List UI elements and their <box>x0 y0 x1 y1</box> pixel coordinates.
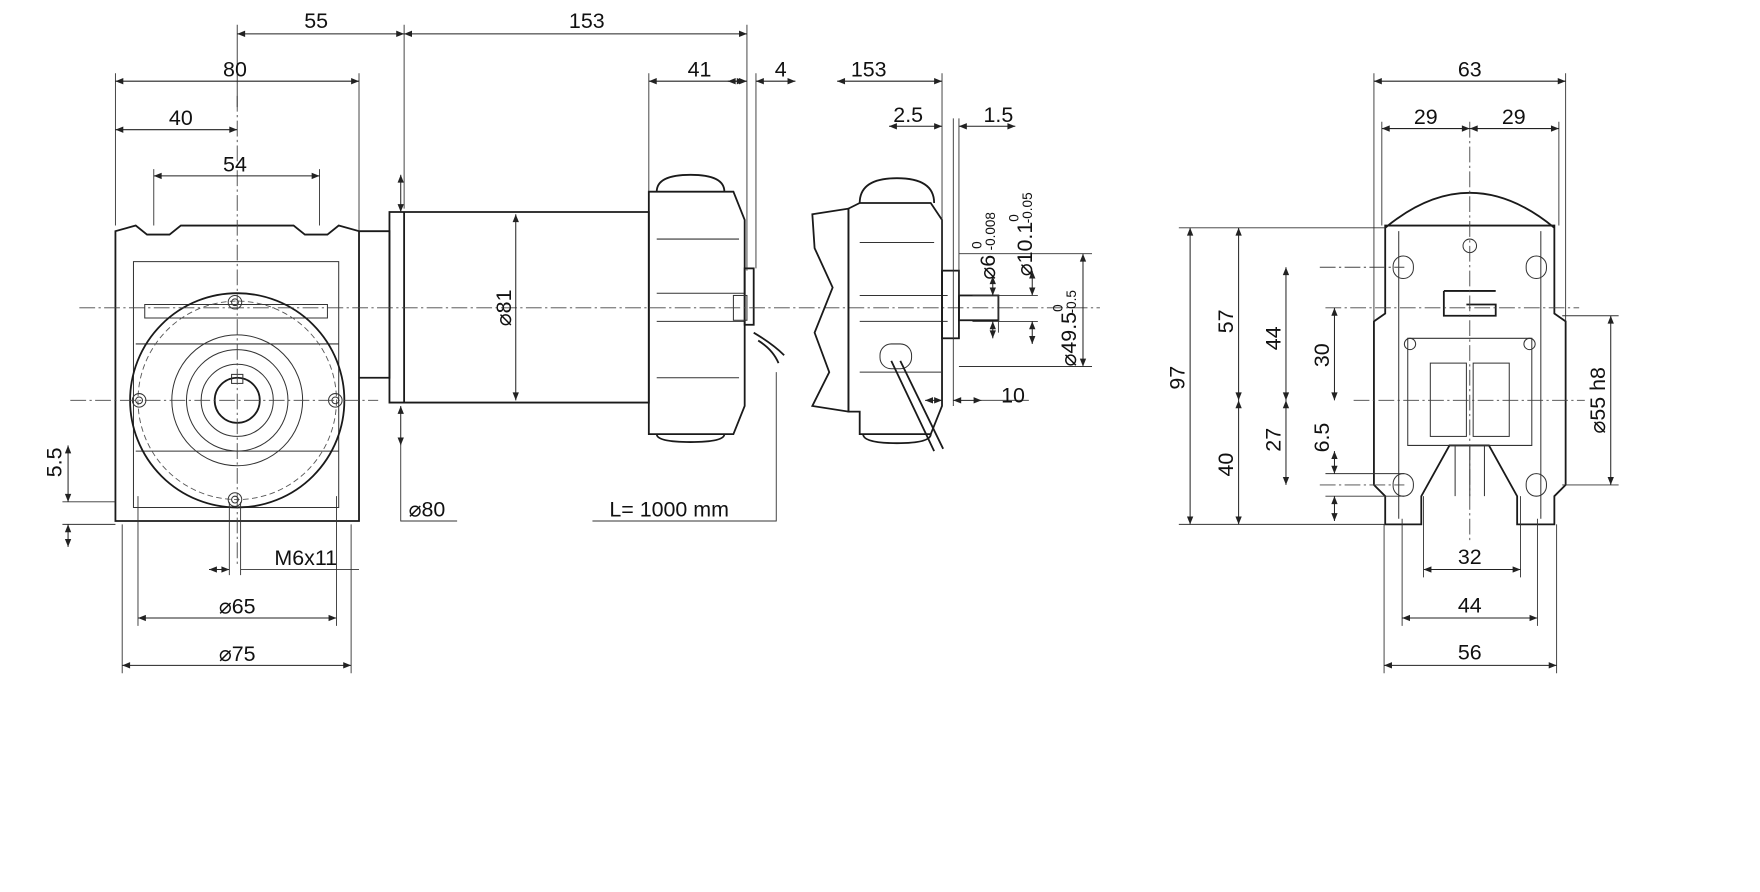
thread-spec: M6x11 <box>274 546 337 570</box>
dim-44-vertical: 44 <box>1261 326 1285 350</box>
dia-80: ⌀80 <box>409 497 446 521</box>
side-view: 153 2.5 1.5 ⌀6 0-0.008 ⌀10.10-0.05 ⌀49.5… <box>810 58 1093 452</box>
dim-6-5: 6.5 <box>1310 423 1334 453</box>
dim-40: 40 <box>169 106 193 130</box>
dim-56: 56 <box>1458 641 1482 665</box>
end-view: 63 29 29 97 57 44 30 40 27 6.5 ⌀55 h8 32… <box>1165 58 1619 674</box>
dia-75: ⌀75 <box>219 642 256 666</box>
shaft-tol-upper: 0 <box>969 241 984 249</box>
shaft-diameter: ⌀6 0-0.008 <box>969 212 1000 280</box>
pilot-tol-upper: 0 <box>1051 304 1066 312</box>
dim-10: 10 <box>1001 384 1025 408</box>
collar-diameter: ⌀10.10-0.05 <box>1007 192 1038 276</box>
dim-41: 41 <box>688 58 712 82</box>
dim-27: 27 <box>1261 428 1285 452</box>
dim-29-right: 29 <box>1502 105 1526 129</box>
front-dimensions: 55 153 80 40 54 41 4 ⌀81 ⌀80 L= 1000 mm … <box>42 9 796 674</box>
dim-1-5: 1.5 <box>984 103 1014 127</box>
dim-4: 4 <box>775 58 787 82</box>
dim-153: 153 <box>569 9 605 33</box>
pilot-diameter: ⌀49.50-0.5 <box>1051 290 1082 366</box>
dim-40-end: 40 <box>1214 453 1238 477</box>
dia-81: ⌀81 <box>492 290 516 327</box>
dim-29-left: 29 <box>1414 105 1438 129</box>
collar-tol-upper: 0 <box>1007 214 1022 222</box>
collar-tol-lower: -0.05 <box>1020 192 1035 223</box>
dim-54: 54 <box>223 152 247 176</box>
dim-97: 97 <box>1165 366 1189 390</box>
dim-80: 80 <box>223 58 247 82</box>
dia-55-h8: ⌀55 h8 <box>1586 367 1610 433</box>
pilot-tol-lower: -0.5 <box>1064 290 1079 313</box>
dim-55: 55 <box>304 9 328 33</box>
motor-body <box>359 173 785 443</box>
dim-63: 63 <box>1458 58 1482 82</box>
dim-5-5: 5.5 <box>42 447 66 477</box>
shaft-tol-lower: -0.008 <box>983 212 998 250</box>
side-dimensions: 153 2.5 1.5 ⌀6 0-0.008 ⌀10.10-0.05 ⌀49.5… <box>837 58 1093 408</box>
dim-32: 32 <box>1458 545 1482 569</box>
dim-2-5: 2.5 <box>893 103 923 127</box>
cable-length: L= 1000 mm <box>609 497 729 521</box>
dim-44-horizontal: 44 <box>1458 593 1482 617</box>
end-dimensions: 63 29 29 97 57 44 30 40 27 6.5 ⌀55 h8 32… <box>1165 58 1619 674</box>
dia-65: ⌀65 <box>219 594 256 618</box>
front-view: 55 153 80 40 54 41 4 ⌀81 ⌀80 L= 1000 mm … <box>42 9 1100 674</box>
side-dim-153: 153 <box>851 58 887 82</box>
dim-57: 57 <box>1214 309 1238 333</box>
dim-30: 30 <box>1310 343 1334 367</box>
